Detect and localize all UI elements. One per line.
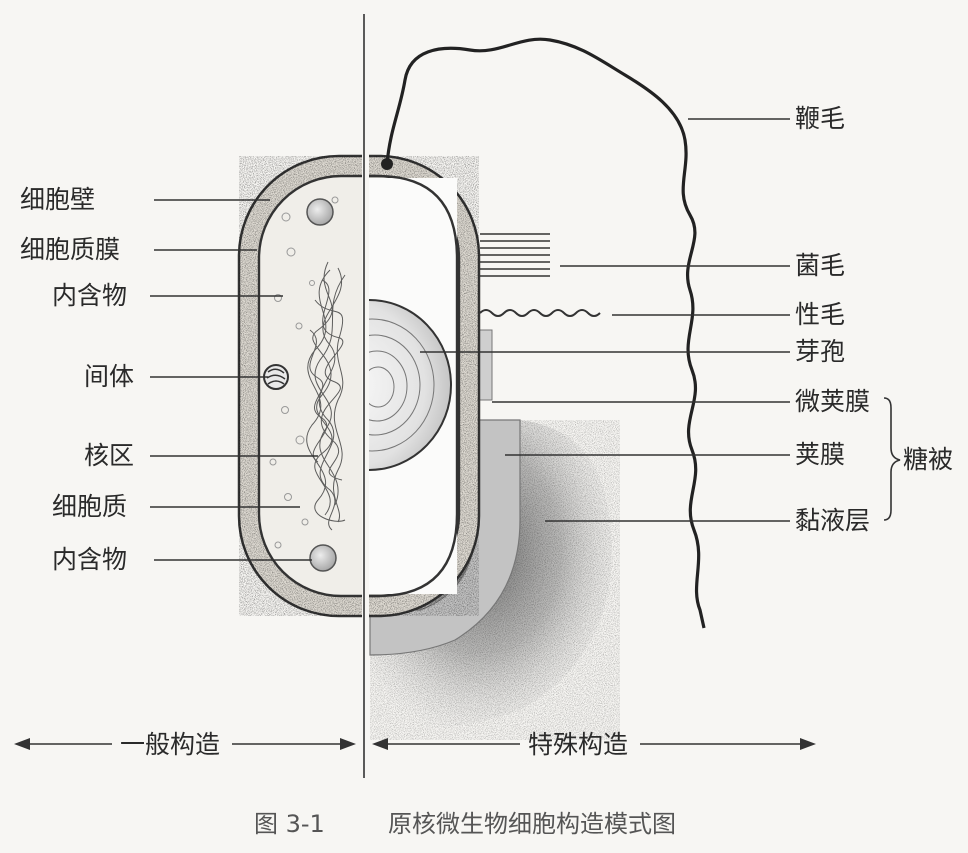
inclusion-granule-bottom	[310, 545, 336, 571]
label-cell-wall: 细胞壁	[20, 185, 95, 214]
label-endospore: 芽孢	[795, 337, 845, 366]
label-nucleoid: 核区	[84, 441, 134, 470]
figure-caption: 图 3-1 原核微生物细胞构造模式图	[254, 810, 676, 838]
caption-title: 原核微生物细胞构造模式图	[388, 810, 676, 838]
left-labels: 细胞壁 细胞质膜 内含物 间体 核区 细胞质 内含物	[20, 185, 134, 574]
label-slime-layer: 黏液层	[795, 506, 870, 535]
label-general-structure: 一般构造	[120, 730, 220, 759]
label-flagellum: 鞭毛	[795, 104, 845, 133]
label-special-structure: 特殊构造	[528, 730, 628, 759]
label-mesosome: 间体	[84, 362, 134, 391]
label-pili: 菌毛	[795, 251, 845, 280]
label-cell-membrane: 细胞质膜	[20, 235, 120, 264]
label-microcapsule: 微荚膜	[795, 387, 870, 416]
label-capsule: 荚膜	[795, 440, 845, 469]
label-cytoplasm: 细胞质	[52, 492, 127, 521]
inclusion-granule-top	[307, 199, 333, 225]
label-sex-pilus: 性毛	[795, 300, 845, 329]
sex-pilus-shape	[480, 310, 600, 316]
label-inclusion-top: 内含物	[52, 281, 127, 310]
label-glycocalyx: 糖被	[903, 445, 953, 474]
label-inclusion-bottom: 内含物	[52, 545, 127, 574]
pili-lines	[480, 234, 550, 276]
general-structure-arrow: 一般构造	[14, 730, 356, 759]
right-labels: 鞭毛 菌毛 性毛 芽孢 微荚膜 荚膜 黏液层 糖被	[795, 104, 953, 535]
caption-number: 图 3-1	[254, 810, 325, 838]
